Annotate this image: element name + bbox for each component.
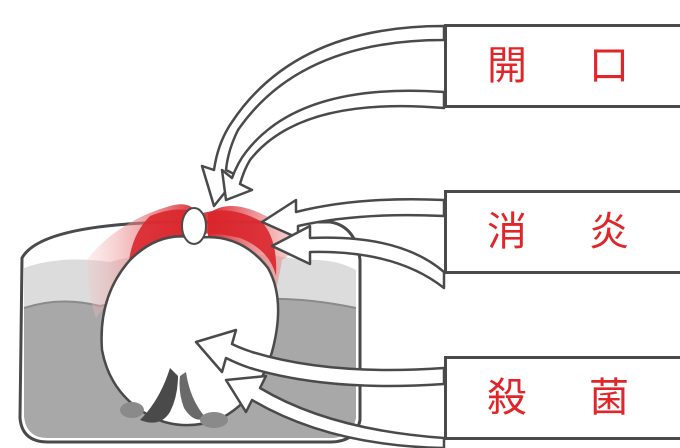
arrow-anti-inflammation bbox=[260, 197, 446, 290]
label-box-sterilize: 殺菌 bbox=[444, 356, 680, 440]
label-open: 開口 bbox=[487, 43, 680, 89]
pimple bbox=[100, 207, 280, 428]
label-anti-inflammation: 消炎 bbox=[487, 209, 680, 255]
arrow-open bbox=[200, 24, 446, 208]
label-sterilize: 殺菌 bbox=[487, 375, 680, 421]
label-box-open: 開口 bbox=[444, 24, 680, 108]
label-box-anti-inflammation: 消炎 bbox=[444, 190, 680, 274]
arrow-sterilize bbox=[194, 328, 446, 448]
